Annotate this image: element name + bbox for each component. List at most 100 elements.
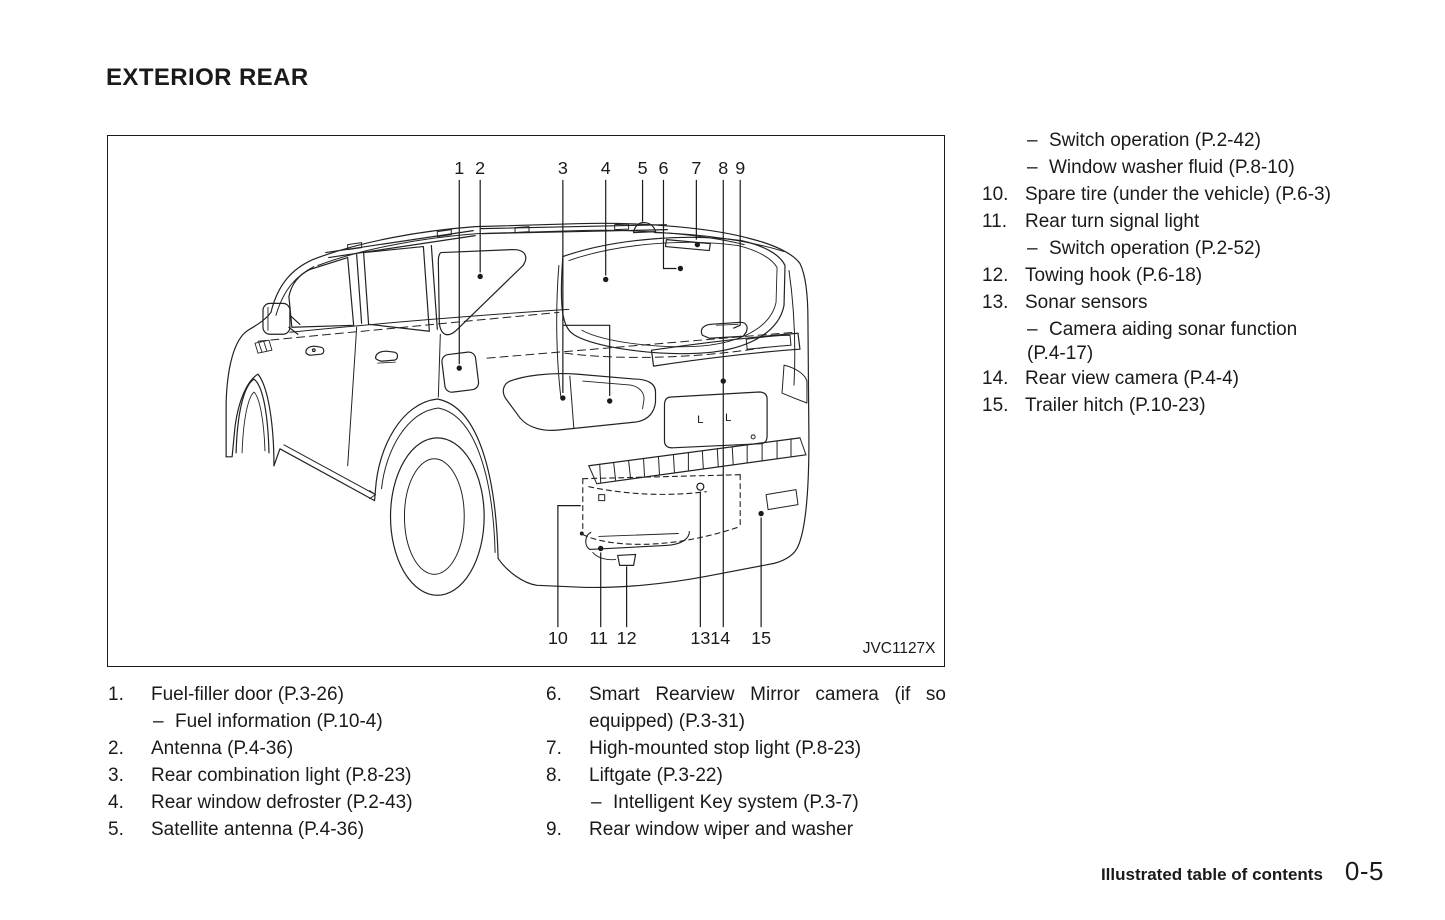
legend-item-number: 7. (546, 738, 562, 759)
legend-item-number: 14. (982, 368, 1009, 389)
legend-item: 14. Rear view camera (P.4-4) (982, 365, 1368, 392)
legend-item-number: 9. (546, 819, 562, 840)
legend-item-text: Rear turn signal light (1025, 211, 1200, 232)
quarter-window (437, 248, 527, 336)
legend-item-number: 6. (546, 684, 562, 705)
callout-numbers-bottom: 10 11 12 13 14 15 (548, 628, 771, 648)
legend-item-number: 3. (108, 765, 124, 786)
legend-item-text: Liftgate (P.3-22) (589, 765, 723, 786)
legend-column-right: –Switch operation (P.2-42) –Window washe… (982, 127, 1368, 419)
legend-subitem: –Fuel information (P.10-4) (108, 708, 538, 735)
legend-item-number: 15. (982, 395, 1009, 416)
legend-item-number: 1. (108, 684, 124, 705)
legend-item: 8. Liftgate (P.3-22) (546, 762, 946, 789)
door-handle (374, 350, 399, 362)
footer-section-label: Illustrated table of contents (1100, 865, 1323, 884)
legend-item: 9. Rear window wiper and washer (546, 816, 946, 843)
license-plate-recess (663, 391, 768, 449)
legend-item-text: Rear view camera (P.4-4) (1025, 368, 1240, 389)
legend-item-text: Fuel-filler door (P.3-26) (151, 684, 344, 705)
legend-item-number: 10. (982, 184, 1009, 205)
legend-subitem-text: Window washer fluid (P.8-10) (1049, 157, 1295, 178)
legend-item-number: 13. (982, 292, 1009, 313)
legend-item: 10. Spare tire (under the vehicle) (P.6-3… (982, 181, 1368, 208)
callout-7: 7 (691, 158, 701, 178)
callout-5: 5 (638, 158, 648, 178)
legend-subitem-text: Camera aiding sonar function (1049, 319, 1298, 340)
dash-bullet: – (1027, 319, 1038, 340)
callout-2: 2 (475, 158, 485, 178)
legend-subitem-text: Switch operation (P.2-42) (1049, 130, 1261, 151)
legend-subitem: –Window washer fluid (P.8-10) (982, 154, 1368, 181)
fender-vent (254, 339, 273, 354)
legend-item: 2. Antenna (P.4-36) (108, 735, 538, 762)
legend-item: 6. Smart Rearview Mirror camera (if so eq… (546, 681, 946, 735)
page-title: EXTERIOR REAR (106, 64, 309, 91)
dash-bullet: – (1027, 238, 1038, 259)
vehicle-illustration: 1 2 3 4 5 6 7 8 9 10 11 12 13 14 15 L L … (225, 158, 936, 657)
legend-item-text: Trailer hitch (P.10-23) (1025, 395, 1206, 416)
legend-subitem-text: Switch operation (P.2-52) (1049, 238, 1261, 259)
callout-1: 1 (454, 158, 464, 178)
callout-15: 15 (751, 628, 771, 648)
legend-item-text: Sonar sensors (1025, 292, 1148, 313)
plate-mark-right: L (725, 412, 731, 424)
page-footer: Illustrated table of contents 0-5 (1101, 856, 1384, 887)
legend-column-middle: 6. Smart Rearview Mirror camera (if so eq… (546, 681, 946, 843)
legend-subitem-wrap-line: (P.4-17) (1027, 343, 1094, 364)
door-handle (305, 345, 325, 356)
legend-subitem: –Intelligent Key system (P.3-7) (546, 789, 946, 816)
rear-window (560, 236, 786, 355)
legend-subitem: –Switch operation (P.2-52) (982, 235, 1368, 262)
legend-item-number: 5. (108, 819, 124, 840)
legend-item-text: High-mounted stop light (P.8-23) (589, 738, 862, 759)
callout-9: 9 (735, 158, 745, 178)
legend-item-text: Rear window wiper and washer (589, 819, 854, 840)
legend-item-text: Satellite antenna (P.4-36) (151, 819, 365, 840)
legend-item: 3. Rear combination light (P.8-23) (108, 762, 538, 789)
high-mounted-stop-light (664, 239, 711, 252)
legend-item: 4. Rear window defroster (P.2-43) (108, 789, 538, 816)
dash-bullet: – (1027, 157, 1038, 178)
legend-subitem: –Switch operation (P.2-42) (982, 127, 1368, 154)
callout-numbers-top: 1 2 3 4 5 6 7 8 9 (454, 158, 745, 178)
rear-combination-light (502, 373, 657, 431)
dash-bullet: – (153, 711, 164, 732)
fuel-filler-door (441, 351, 480, 393)
legend-item-text: Antenna (P.4-36) (151, 738, 294, 759)
dash-bullet: – (1027, 130, 1038, 151)
callout-4: 4 (601, 158, 611, 178)
legend-item: 7. High-mounted stop light (P.8-23) (546, 735, 946, 762)
callout-6: 6 (658, 158, 668, 178)
legend-item: 15. Trailer hitch (P.10-23) (982, 392, 1368, 419)
legend-item-text: Spare tire (under the vehicle) (P.6-3) (1025, 184, 1331, 205)
vehicle-drawing (225, 221, 810, 596)
legend-item-number: 11. (982, 211, 1008, 232)
dash-bullet: – (591, 792, 602, 813)
callout-leader-lines (458, 179, 762, 628)
legend-item-number: 12. (982, 265, 1009, 286)
legend-subitem-text: Fuel information (P.10-4) (175, 711, 383, 732)
legend-column-left: 1. Fuel-filler door (P.3-26) –Fuel inform… (108, 681, 538, 843)
roof-rail-feet (347, 223, 630, 251)
figure-image-code: JVC1127X (863, 640, 936, 657)
legend-item-number: 8. (546, 765, 562, 786)
legend-item-number: 4. (108, 792, 124, 813)
legend-item: 13. Sonar sensors (982, 289, 1368, 316)
legend-item-text: Smart Rearview Mirror camera (if so equi… (589, 684, 946, 732)
legend-subitem: –Camera aiding sonar function (982, 316, 1368, 343)
legend-item: 5. Satellite antenna (P.4-36) (108, 816, 538, 843)
legend-item-number: 2. (108, 738, 124, 759)
rear-wheel (389, 437, 485, 596)
callout-3: 3 (558, 158, 568, 178)
callout-8: 8 (718, 158, 728, 178)
footer-page-number: 0-5 (1344, 856, 1384, 886)
callout-10: 10 (548, 628, 568, 648)
callout-11: 11 (589, 628, 608, 648)
legend-item-text: Rear window defroster (P.2-43) (151, 792, 413, 813)
legend-item: 11. Rear turn signal light (982, 208, 1368, 235)
legend-item-text: Rear combination light (P.8-23) (151, 765, 412, 786)
callout-14: 14 (710, 628, 730, 648)
legend-subitem-text: Intelligent Key system (P.3-7) (613, 792, 859, 813)
callout-endpoint-dots (456, 241, 764, 552)
